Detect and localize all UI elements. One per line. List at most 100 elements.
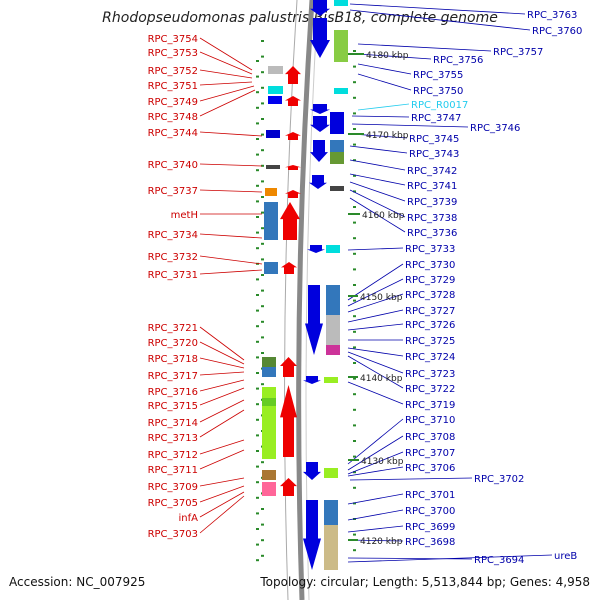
- gene-block: [324, 525, 338, 570]
- left-leader-line: [199, 269, 263, 275]
- gene-block: [334, 0, 348, 6]
- track-marker: [256, 496, 259, 499]
- track-marker: [353, 237, 356, 240]
- track-marker: [256, 387, 259, 390]
- track-marker: [353, 408, 356, 411]
- track-marker: [256, 153, 259, 156]
- track-marker: [261, 320, 264, 323]
- right-leader-line: [347, 278, 404, 307]
- right-leader-line: [349, 477, 473, 481]
- right-leader-line: [347, 418, 404, 465]
- track-marker: [353, 424, 356, 427]
- left-gene-label: RPC_3754: [148, 34, 198, 45]
- left-gene-label: RPC_3737: [148, 186, 198, 197]
- left-leader-line: [199, 255, 263, 265]
- track-marker: [261, 71, 264, 74]
- track-marker: [261, 523, 264, 526]
- track-marker: [353, 190, 356, 193]
- forward-gene-arrow: [280, 357, 297, 377]
- track-marker: [256, 543, 259, 546]
- track-marker: [261, 336, 264, 339]
- track-marker: [261, 554, 264, 557]
- track-marker: [256, 184, 259, 187]
- right-gene-label: RPC_3700: [405, 506, 455, 517]
- right-gene-label: RPC_3699: [405, 522, 455, 533]
- right-leader-line: [347, 381, 404, 405]
- forward-gene-arrow: [280, 385, 297, 457]
- track-marker: [353, 533, 356, 536]
- left-leader-line: [199, 233, 263, 239]
- topology-label: Topology: circular; Length: 5,513,844 bp…: [260, 575, 590, 589]
- track-marker: [256, 481, 259, 484]
- backbone-inner: [284, 0, 298, 600]
- gene-block: [326, 245, 340, 253]
- gene-block: [330, 140, 344, 152]
- gene-block: [330, 186, 344, 191]
- right-gene-label: RPC_3739: [407, 197, 457, 208]
- gene-block: [330, 126, 344, 134]
- right-leader-line: [347, 323, 404, 331]
- right-gene-label: RPC_R0017: [411, 100, 468, 111]
- track-marker: [353, 393, 356, 396]
- track-marker: [256, 325, 259, 328]
- right-gene-label: RPC_3706: [405, 463, 455, 474]
- gene-features: [262, 0, 348, 570]
- track-marker: [256, 169, 259, 172]
- left-leader-line: [199, 89, 256, 117]
- left-leader-line: [199, 379, 245, 392]
- right-gene-label: RPC_3723: [405, 369, 455, 380]
- left-leader-line: [199, 163, 263, 167]
- right-gene-label: RPC_3728: [405, 290, 455, 301]
- left-leader-line: [199, 387, 245, 406]
- left-gene-label: RPC_3734: [148, 230, 198, 241]
- track-marker: [256, 403, 259, 406]
- gene-block: [326, 345, 340, 355]
- track-marker: [261, 196, 264, 198]
- track-marker: [256, 91, 259, 94]
- left-gene-label: RPC_3751: [148, 81, 198, 92]
- right-gene-label: RPC_3738: [407, 213, 457, 224]
- gene-labels: RPC_3754RPC_3753RPC_3752RPC_3751RPC_3749…: [148, 10, 583, 566]
- left-leader-line: [199, 51, 253, 75]
- right-leader-line: [357, 63, 412, 75]
- track-marker: [353, 174, 356, 177]
- track-marker: [353, 330, 356, 333]
- track-marker: [261, 383, 264, 386]
- gene-block: [262, 482, 276, 496]
- gene-block: [324, 500, 338, 525]
- gene-block: [334, 30, 348, 62]
- track-marker: [353, 65, 356, 68]
- track-marker: [261, 352, 264, 354]
- left-leader-line: [199, 485, 245, 503]
- track-marker: [261, 461, 264, 464]
- right-gene-label: RPC_3750: [413, 86, 463, 97]
- track-marker: [256, 247, 259, 250]
- track-marker: [256, 434, 259, 437]
- left-gene-label: RPC_3720: [148, 338, 198, 349]
- kbp-tick-label: 4130 kbp: [361, 457, 404, 467]
- track-marker: [353, 299, 356, 302]
- right-leader-line: [357, 73, 412, 91]
- forward-gene-arrow: [285, 96, 301, 106]
- gene-block: [262, 357, 276, 367]
- gene-block: [262, 470, 276, 480]
- left-gene-label: RPC_3717: [148, 371, 198, 382]
- track-marker: [353, 486, 356, 489]
- reverse-gene-arrow: [305, 285, 323, 355]
- right-gene-label: RPC_3757: [493, 47, 543, 58]
- left-gene-label: RPC_3732: [148, 252, 198, 263]
- kbp-tick-label: 4180 kbp: [366, 51, 409, 61]
- right-leader-line: [349, 189, 406, 218]
- right-leader-line: [351, 123, 469, 128]
- track-marker: [261, 149, 264, 152]
- track-marker: [256, 138, 259, 140]
- track-marker: [353, 128, 356, 130]
- backbone-main: [296, 0, 315, 600]
- right-gene-label: RPC_3755: [413, 70, 463, 81]
- track-marker: [256, 528, 259, 530]
- right-gene-label: RPC_3746: [470, 123, 520, 134]
- right-gene-label: RPC_3702: [474, 474, 524, 485]
- right-leader-line: [349, 145, 408, 154]
